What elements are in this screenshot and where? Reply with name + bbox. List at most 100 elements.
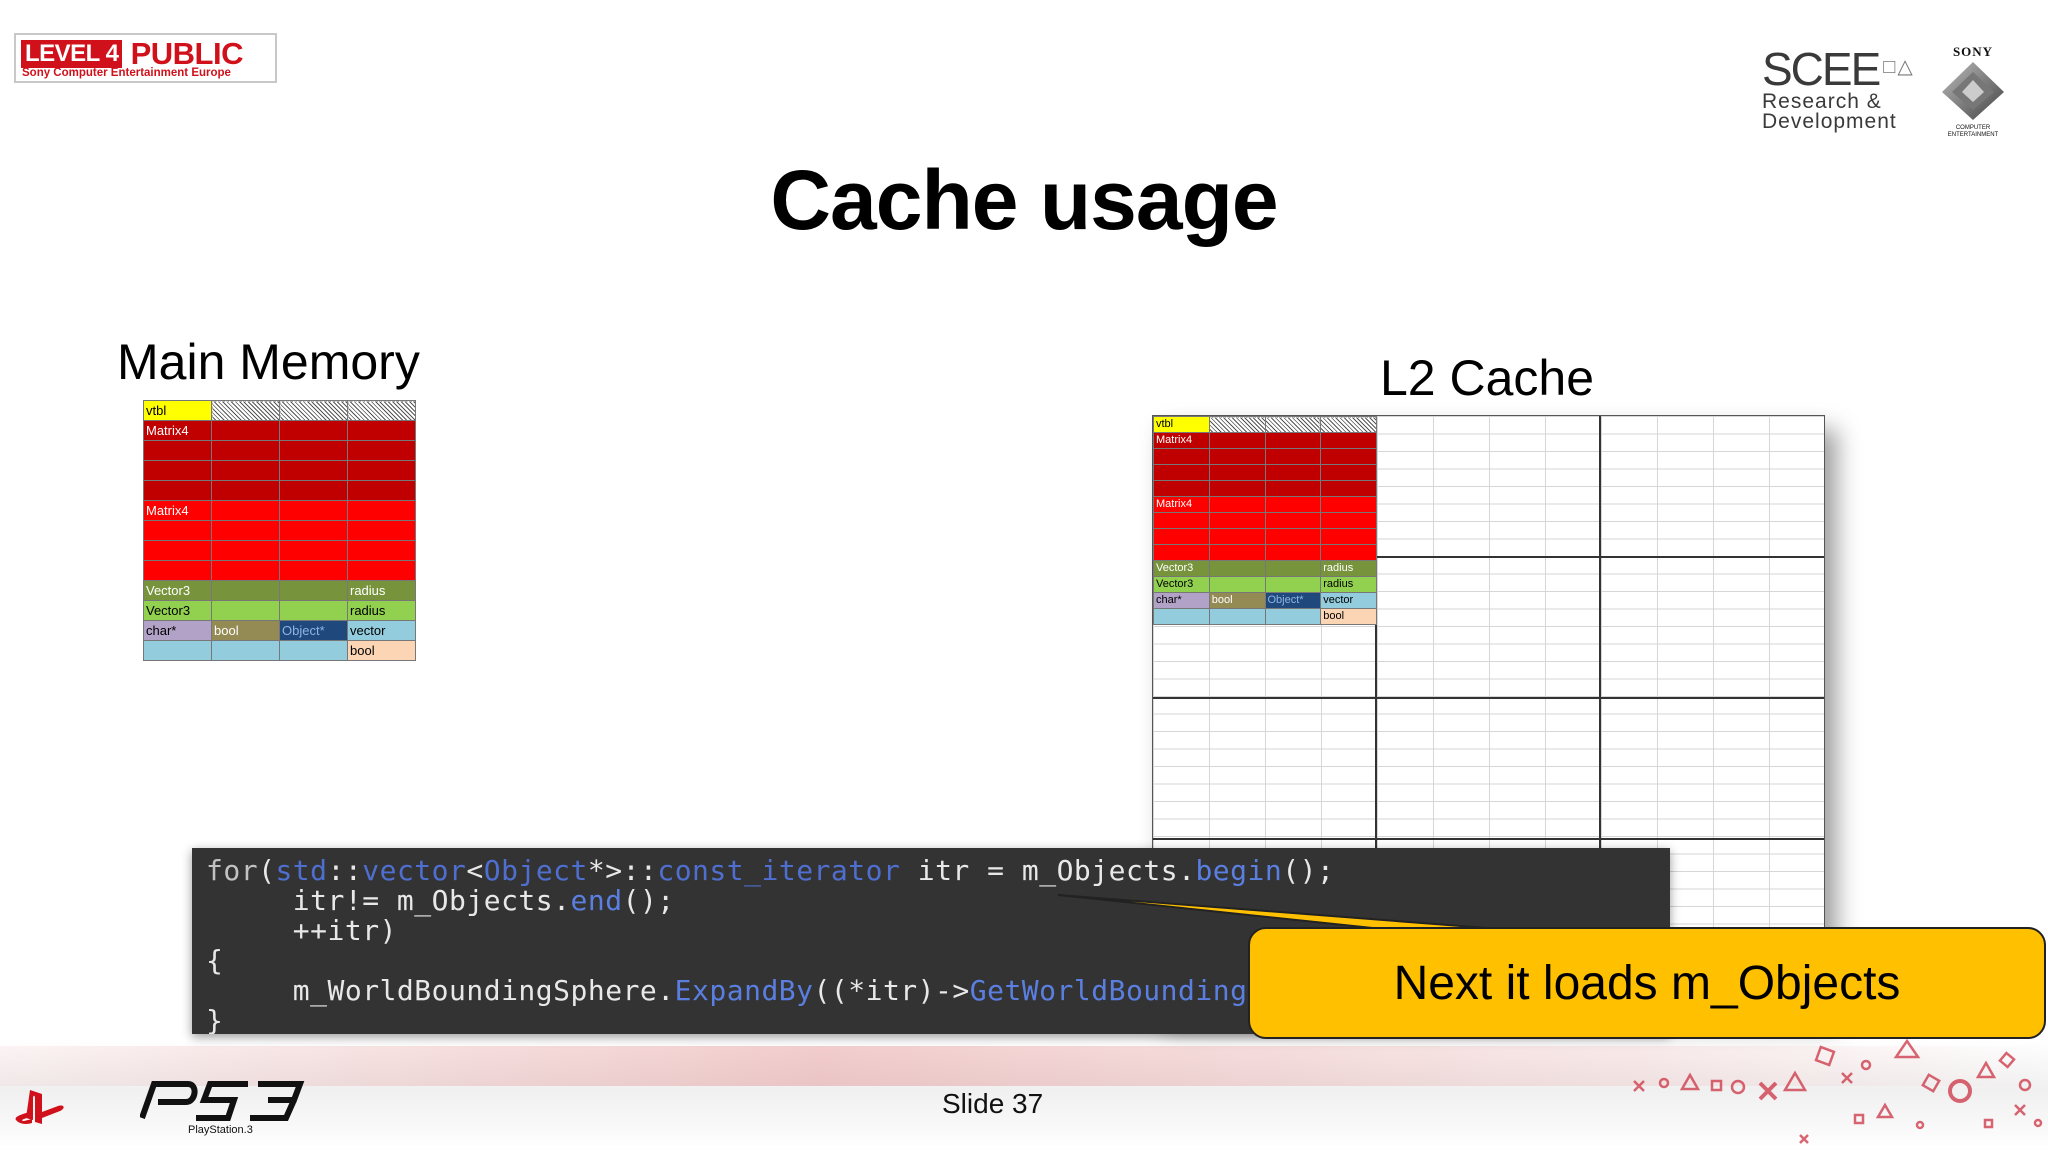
l2-cell: char* [1153,592,1210,609]
code-line: m_WorldBoundingSphere.ExpandBy((*itr)->G… [206,974,1421,1007]
l2-cell: Matrix4 [1153,432,1210,449]
memory-cell: vtbl [143,400,212,421]
l2-cell [1153,544,1210,561]
l2-cell [1264,560,1322,577]
l2-cell: bool [1320,608,1377,625]
memory-row [143,460,416,481]
code-token: vector [362,854,467,887]
l2-cell [1320,432,1377,449]
l2-cell [1264,416,1322,433]
scee-line2: Development [1762,110,1897,133]
memory-row [143,540,416,561]
code-line: itr!= m_Objects.end(); [206,884,675,917]
l2-cell [1320,528,1377,545]
l2-grid-divider [1153,697,1824,699]
ps3-wordmark-icon [139,1081,305,1121]
memory-cell [211,420,280,441]
memory-row: Matrix4 [143,420,416,441]
memory-cell: Vector3 [143,580,212,601]
l2-row [1153,512,1377,529]
l2-cell: Object* [1264,592,1322,609]
l2-cell [1208,432,1266,449]
code-line: { [206,944,223,977]
l2-cell [1264,544,1322,561]
memory-row [143,480,416,501]
l2-row: Matrix4 [1153,432,1377,449]
callout-text: Next it loads m_Objects [1393,956,1901,1010]
memory-cell [211,480,280,501]
code-token: for [206,854,259,887]
l2-cell [1208,608,1266,625]
memory-cell [347,500,416,521]
memory-cell [211,560,280,581]
memory-row: Vector3 radius [143,580,416,601]
code-token: ++itr) [206,914,397,947]
l2-grid-divider [1375,416,1377,1014]
l2-cache-label: L2 Cache [1380,350,1595,406]
logo-badge: LEVEL 4 [21,40,123,68]
l2-cell: Matrix4 [1153,496,1210,513]
l2-cell [1153,480,1210,497]
memory-cell [279,540,348,561]
code-token: *>:: [587,854,658,887]
l2-row: vtbl [1153,416,1377,433]
l2-cell [1208,544,1266,561]
l2-cell [1153,512,1210,529]
l2-grid-divider [1153,838,1824,840]
logo-word: PUBLIC [130,36,244,71]
l2-cell [1153,608,1210,625]
footer-streak [0,1046,2048,1086]
ps3-logo [139,1078,310,1144]
code-token: ((*itr)-> [813,974,970,1007]
memory-cell [279,520,348,541]
l2-cell [1208,448,1266,465]
l2-row: Vector3 radius [1153,576,1377,593]
code-token: const_iterator [657,854,901,887]
memory-cell [347,480,416,501]
code-line: ++itr) [206,914,397,947]
code-token: itr!= m_Objects. [206,884,571,917]
l2-cell [1208,416,1266,433]
memory-cell [143,480,212,501]
l2-cell [1208,496,1266,513]
l2-cell: Vector3 [1153,576,1210,593]
scee-line1: Research & [1762,90,1882,113]
memory-cell [211,540,280,561]
l2-cell [1208,560,1266,577]
l2-cell [1264,512,1322,529]
l2-cell [1264,480,1322,497]
memory-cell [143,640,212,661]
level4-public-logo: LEVEL 4 PUBLIC Sony Computer Entertainme… [14,33,277,83]
memory-cell [347,460,416,481]
code-token: < [466,854,484,887]
l2-cell [1320,416,1377,433]
l2-cell [1153,448,1210,465]
memory-cell: radius [347,580,416,601]
memory-cell [347,400,416,421]
memory-cell [347,420,416,441]
l2-cell [1320,544,1377,561]
l2-grid-divider [1153,556,1824,558]
memory-row: bool [143,640,416,661]
memory-cell [211,440,280,461]
code-token: std [275,854,328,887]
l2-cell: vector [1320,592,1377,609]
l2-cell: radius [1320,576,1377,593]
playstation-symbols-decoration-icon [1633,1038,2043,1144]
memory-cell [279,420,348,441]
l2-cell [1208,576,1266,593]
memory-cell: Matrix4 [143,420,212,441]
l2-row [1153,528,1377,545]
memory-cell [347,560,416,581]
memory-cell [279,640,348,661]
sony-small2: ENTERTAINMENT [1947,132,1999,138]
sony-word: SONY [1952,44,1994,59]
l2-row: bool [1153,608,1377,625]
memory-row [143,520,416,541]
memory-cell [347,440,416,461]
l2-cell [1264,464,1322,481]
memory-cell: radius [347,600,416,621]
memory-cell: vector [347,620,416,641]
